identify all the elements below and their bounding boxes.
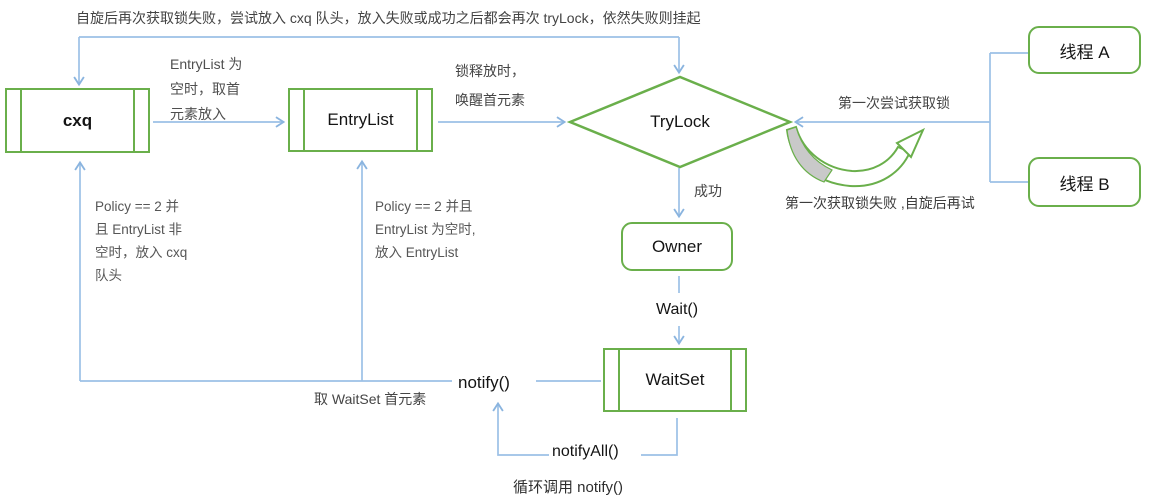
node-entrylist: EntryList <box>288 88 433 152</box>
trylock-diamond-shape <box>566 75 794 169</box>
label-first-try-lock: 第一次尝试获取锁 <box>838 95 950 111</box>
note-spin-retry-top: 自旋后再次获取锁失败，尝试放入 cxq 队头，放入失败或成功之后都会再次 try… <box>76 10 701 26</box>
node-waitset-label: WaitSet <box>645 370 705 389</box>
note-lock-release-line2: 唤醒首元素 <box>455 92 525 108</box>
note-policy-entrylist-line1: Policy == 2 并且 <box>375 199 473 214</box>
node-thread-b-label: 线程 B <box>1059 174 1110 194</box>
node-entrylist-label: EntryList <box>327 110 394 129</box>
note-policy-entrylist-line2: EntryList 为空时, <box>375 222 476 237</box>
note-entrylist-empty: EntryList 为 空时，取首 元素放入 <box>170 52 242 127</box>
label-notifyall-call: notifyAll() <box>552 443 619 460</box>
note-policy-cxq-line2: 且 EntryList 非 <box>95 222 183 237</box>
node-owner-label: Owner <box>651 236 703 256</box>
node-cxq: cxq <box>5 88 150 153</box>
note-entrylist-empty-line1: EntryList 为 <box>170 56 243 72</box>
node-cxq-label: cxq <box>62 110 93 130</box>
node-waitset: WaitSet <box>603 348 747 412</box>
note-policy-entrylist-line3: 放入 EntryList <box>375 245 459 260</box>
note-policy-entrylist: Policy == 2 并且 EntryList 为空时, 放入 EntryLi… <box>375 195 476 264</box>
note-first-fail-retry: 第一次获取锁失败 ,自旋后再试 <box>785 195 975 211</box>
note-policy-cxq: Policy == 2 并 且 EntryList 非 空时，放入 cxq 队头 <box>95 195 187 287</box>
node-thread-a: 线程 A <box>1028 26 1141 74</box>
note-policy-cxq-line1: Policy == 2 并 <box>95 199 180 214</box>
note-lock-release-line1: 锁释放时， <box>455 63 525 79</box>
note-policy-cxq-line3: 空时，放入 cxq <box>95 245 188 260</box>
node-owner: Owner <box>621 222 733 271</box>
note-take-waitset-head: 取 WaitSet 首元素 <box>314 391 427 407</box>
edge-notifyall-to-notify <box>492 401 549 456</box>
node-trylock-label: TryLock <box>650 112 710 131</box>
spin-retry-arrow-tail <box>786 126 833 183</box>
edge-waitset-down <box>641 418 678 456</box>
label-success: 成功 <box>694 183 722 199</box>
note-lock-release: 锁释放时， 唤醒首元素 <box>455 57 525 115</box>
label-notify-call: notify() <box>458 373 510 392</box>
node-thread-a-label: 线程 A <box>1059 42 1110 62</box>
note-loop-notify: 循环调用 notify() <box>513 479 624 496</box>
note-entrylist-empty-line3: 元素放入 <box>170 106 226 122</box>
spin-retry-arrowhead-icon <box>895 127 926 159</box>
note-entrylist-empty-line2: 空时，取首 <box>170 81 240 97</box>
note-policy-cxq-line4: 队头 <box>95 268 122 283</box>
node-thread-b: 线程 B <box>1028 157 1141 207</box>
label-wait-call: Wait() <box>656 301 699 318</box>
